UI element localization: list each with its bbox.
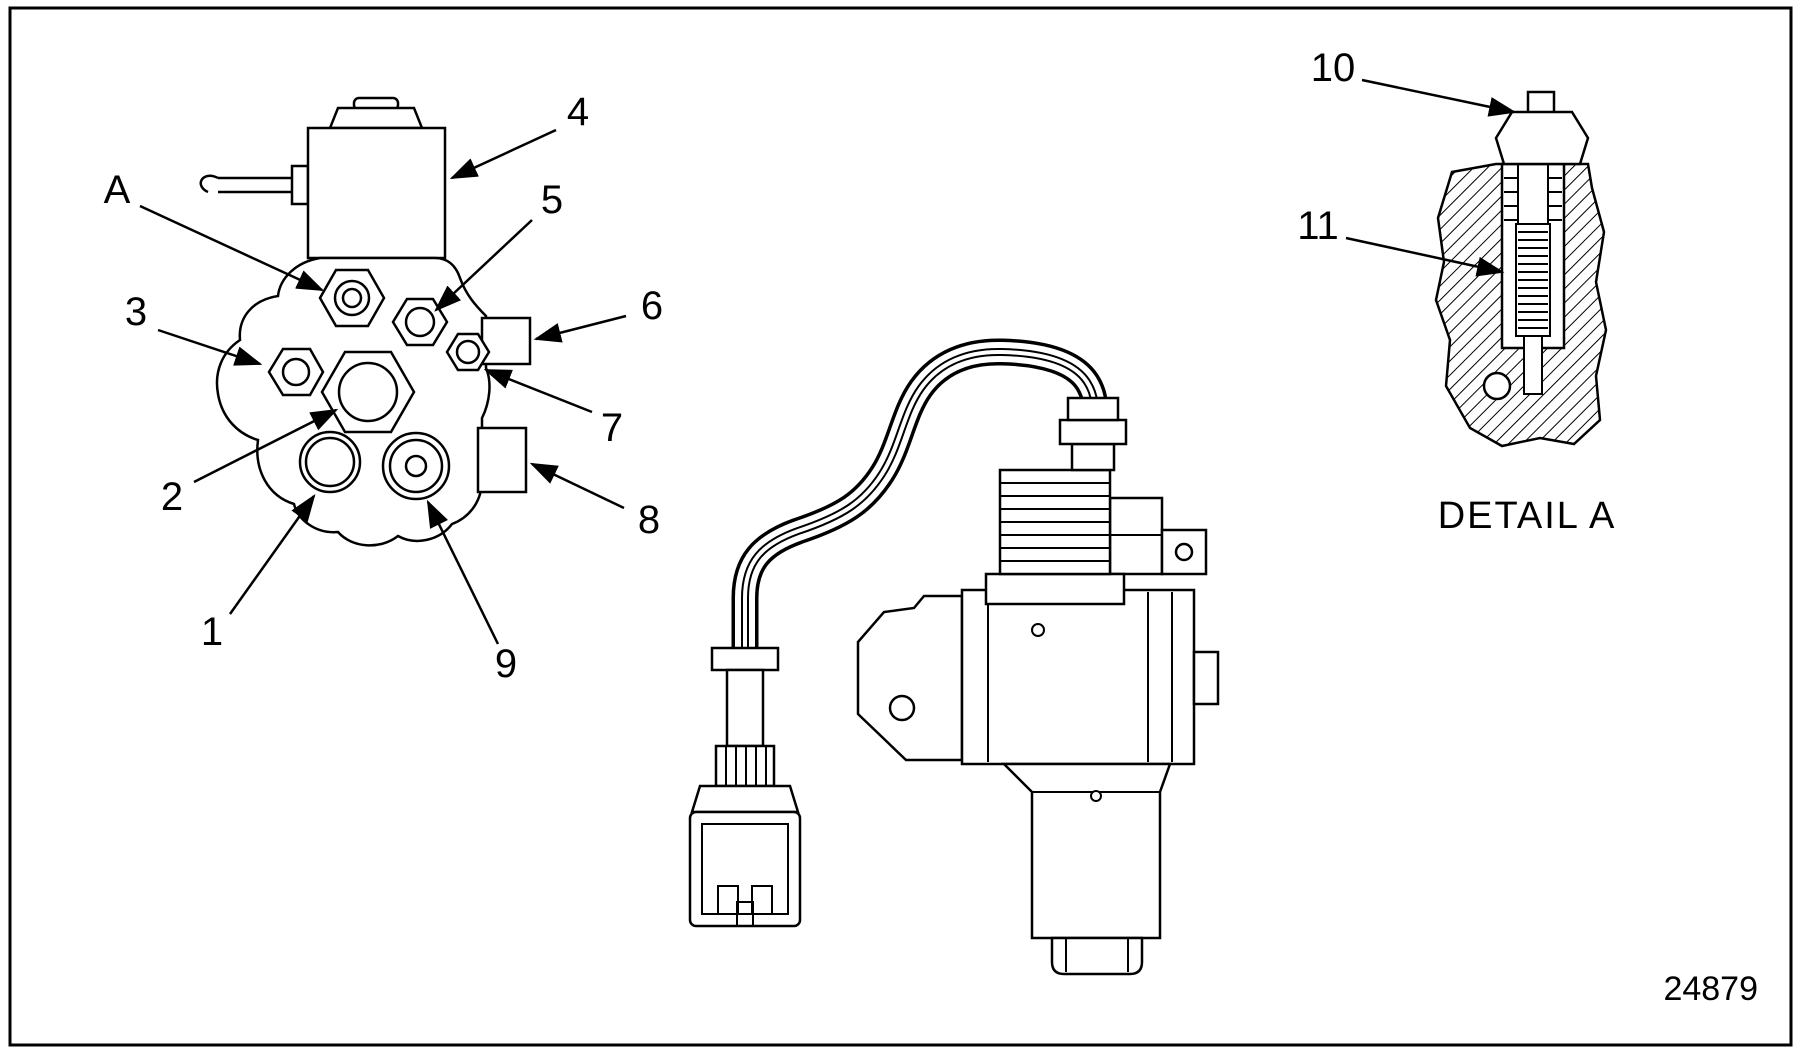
leader-line-7 [483, 368, 593, 414]
section-port-hole [1482, 371, 1512, 401]
flange-bolt-hole [888, 694, 916, 722]
connector-body [688, 810, 802, 928]
port-5-fitting [391, 297, 449, 347]
callout-label-10: 10 [1311, 46, 1356, 90]
connector-latch [736, 901, 754, 927]
connector-strain-relief [714, 744, 776, 788]
callout-label-6: 6 [641, 284, 663, 328]
detail-a-caption: DETAIL A [1438, 495, 1617, 537]
figure-number: 24879 [1663, 970, 1758, 1008]
callout-7: 7 [483, 368, 623, 450]
callout-9: 9 [426, 499, 517, 686]
leader-line-5 [434, 219, 533, 312]
leader-line-9 [426, 499, 500, 645]
pump-collar [984, 572, 1126, 606]
port-7-fitting [445, 332, 491, 372]
wire-entry-block [290, 164, 310, 206]
callout-6: 6 [533, 284, 663, 343]
callout-a: A [104, 168, 325, 292]
electrical-connector [688, 784, 802, 928]
leader-line-4 [449, 128, 557, 180]
callout-label-9: 9 [495, 642, 517, 686]
port-1-opening [298, 430, 362, 494]
callout-3: 3 [125, 290, 263, 366]
callout-label-4: 4 [567, 90, 589, 134]
pump-mounting-flange [856, 594, 964, 762]
pump-lower-cylinder [1000, 762, 1172, 940]
pump-bottom-cap [1050, 936, 1144, 976]
callouts: 4 A 5 3 6 7 2 8 [104, 46, 1517, 686]
leader-line-a [139, 204, 325, 292]
callout-5: 5 [434, 178, 563, 312]
callout-label-8: 8 [638, 498, 660, 542]
callout-2: 2 [161, 408, 339, 519]
pump-top-fitting [1058, 396, 1128, 472]
connector-inner [701, 823, 789, 915]
callout-label-a: A [104, 168, 131, 212]
port-8-block [476, 426, 528, 494]
valve-assembly-diagram [199, 96, 532, 547]
bore-threads [1504, 164, 1562, 224]
callout-label-7: 7 [601, 406, 623, 450]
pump-assembly-diagram [688, 338, 1220, 976]
callout-label-2: 2 [161, 475, 183, 519]
port-3-fitting [267, 347, 325, 397]
internal-element [1515, 223, 1551, 337]
callout-1: 1 [201, 493, 316, 654]
callout-label-11: 11 [1297, 204, 1339, 248]
callout-10: 10 [1311, 46, 1517, 117]
leader-line-11 [1345, 236, 1505, 277]
callout-label-3: 3 [125, 290, 147, 334]
border-frame [8, 6, 1793, 1047]
coil-cap [328, 106, 424, 130]
bore-slot [1523, 335, 1543, 395]
harness-lower-tube [725, 668, 765, 748]
coil-body [306, 126, 447, 260]
leader-line-3 [157, 328, 263, 366]
pump-right-tab [1192, 650, 1220, 706]
wire-harness [731, 338, 1109, 648]
weep-hole [1090, 790, 1102, 802]
port-9-opening [381, 431, 451, 501]
solenoid-coil [199, 96, 447, 260]
callout-label-5: 5 [541, 178, 563, 222]
harness-band [710, 646, 780, 672]
leader-line-6 [533, 314, 627, 343]
wire-hook [199, 174, 219, 194]
leader-line-2 [193, 408, 339, 484]
connector-pin-right [751, 885, 773, 915]
callout-11: 11 [1297, 204, 1505, 277]
fitting-hex-nut [1494, 110, 1590, 166]
port-2-fitting [320, 350, 416, 434]
connector-flange [690, 784, 800, 814]
callout-label-1: 1 [201, 610, 223, 654]
port-a-fitting [318, 268, 386, 328]
port-6-block [480, 316, 532, 366]
pump-solenoid-ribs [998, 468, 1112, 576]
detail-a-diagram: DETAIL A [1434, 90, 1617, 537]
fitting-stem [1526, 90, 1556, 116]
callout-8: 8 [529, 462, 660, 542]
callout-4: 4 [449, 90, 589, 180]
pump-main-body [960, 588, 1220, 766]
connector-pin-left [717, 885, 739, 915]
leader-line-8 [529, 462, 625, 510]
pump-right-bracket [1108, 496, 1208, 576]
bracket-bolt [1174, 542, 1194, 562]
leader-line-1 [228, 493, 316, 615]
leader-line-10 [1361, 78, 1517, 117]
